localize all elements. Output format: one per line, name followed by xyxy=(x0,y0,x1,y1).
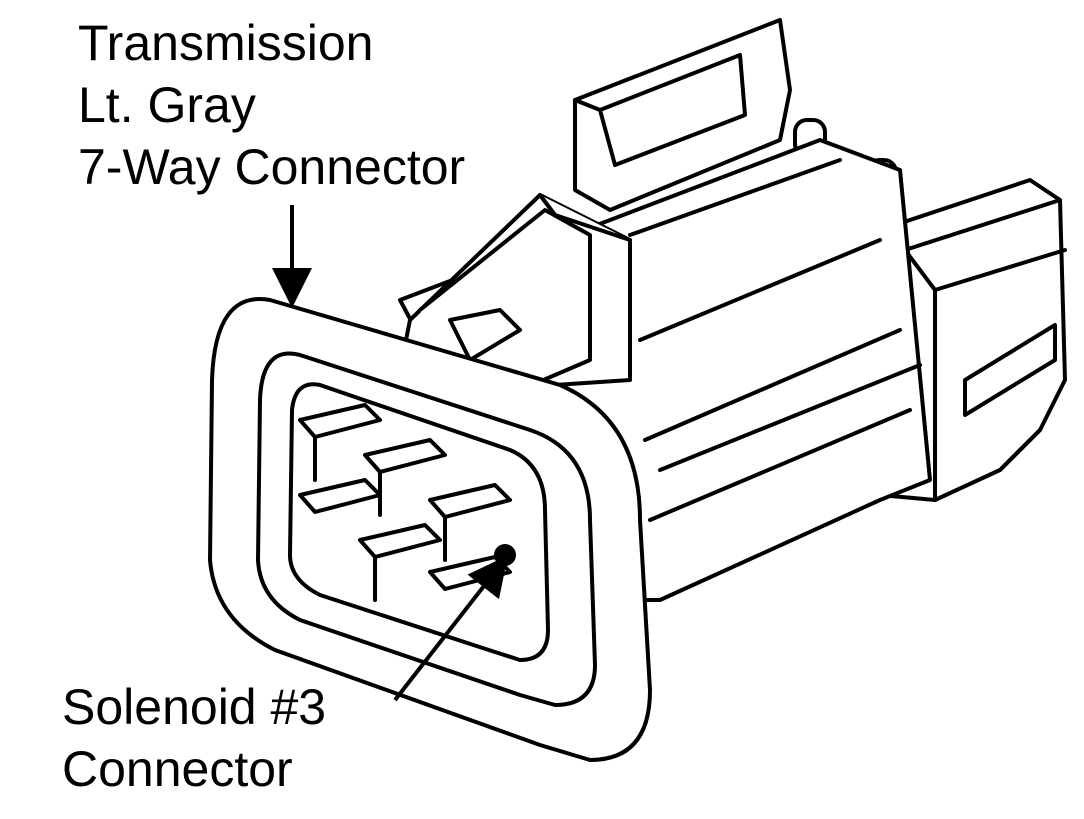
connector-label-line-3: 7-Way Connector xyxy=(78,139,466,195)
solenoid-label-line-2: Connector xyxy=(62,741,293,797)
connector-label-line-1: Transmission xyxy=(78,15,374,71)
solenoid-terminal-icon xyxy=(494,544,516,566)
solenoid-arrow-icon xyxy=(393,555,508,702)
solenoid-label: Solenoid #3 Connector xyxy=(62,676,326,800)
connector-label-line-2: Lt. Gray xyxy=(78,77,256,133)
connector-label: Transmission Lt. Gray 7-Way Connector xyxy=(78,12,465,198)
top-clip-icon xyxy=(573,18,792,212)
solenoid-label-line-1: Solenoid #3 xyxy=(62,679,327,735)
